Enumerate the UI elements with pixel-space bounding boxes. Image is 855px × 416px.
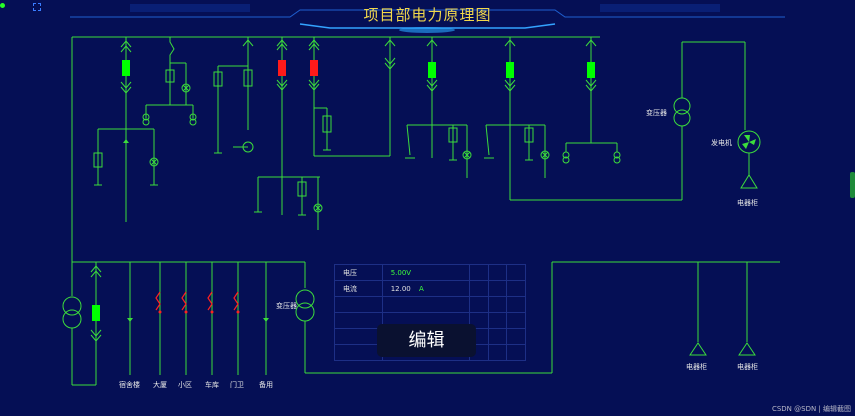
status-block-4 [428,62,436,78]
transformer-bottom-label: 变压器 [276,302,297,310]
current-value: 12.00 [390,284,411,293]
feeder-2 [165,37,191,105]
voltage-value: 5.00V [381,264,470,281]
status-block-5 [506,62,514,78]
feeder-label-building: 大厦 [153,381,167,389]
feeder-label-district: 小区 [178,381,192,389]
feeder-7 [405,37,472,178]
header-decoration [70,4,785,33]
status-block-7 [92,305,100,321]
edit-button[interactable]: 编辑 [377,324,476,357]
feeder-label-dormitory: 宿舍楼 [119,381,140,389]
feeder-3 [213,37,254,154]
status-block-1 [122,60,130,76]
status-indicator-icon [0,3,5,8]
watermark: CSDN @SDN | 编辑截图 [771,405,851,413]
status-block-2 [278,60,286,76]
feeder-1 [93,37,197,222]
generator-label: 发电机 [711,139,732,147]
voltage-label: 电压 [334,264,383,281]
current-unit: A [418,284,424,293]
feeder-8 [484,37,682,201]
sub-branch-a [254,176,323,230]
open-switches [155,291,239,311]
status-block-3 [310,60,318,76]
page-title: 项目部电力原理图 [363,6,492,24]
feeder-label-gate: 门卫 [230,381,244,389]
feeder-5 [308,37,390,157]
fan-icon [742,135,756,149]
electric-cabinet-label: 电器柜 [737,199,758,207]
current-label: 电流 [334,280,383,297]
generator-branch [673,41,761,200]
table-row: 电流 12.00 A [334,280,526,297]
scrollbar-handle[interactable] [850,172,855,198]
electric-cabinet-3-label: 电器柜 [737,363,758,371]
feeder-label-spare: 备用 [259,381,273,389]
feeder-9 [562,37,621,164]
table-row: 电压 5.00V [334,264,526,281]
feeder-6 [384,37,396,156]
table-row [334,296,526,313]
feeder-label-garage: 车库 [205,381,219,389]
grid-icon [33,3,41,11]
electric-cabinet-2-label: 电器柜 [686,363,707,371]
switch-indicators [158,310,240,314]
status-block-6 [587,62,595,78]
flow-arrows [123,139,269,322]
transformer-label: 变压器 [646,109,667,117]
